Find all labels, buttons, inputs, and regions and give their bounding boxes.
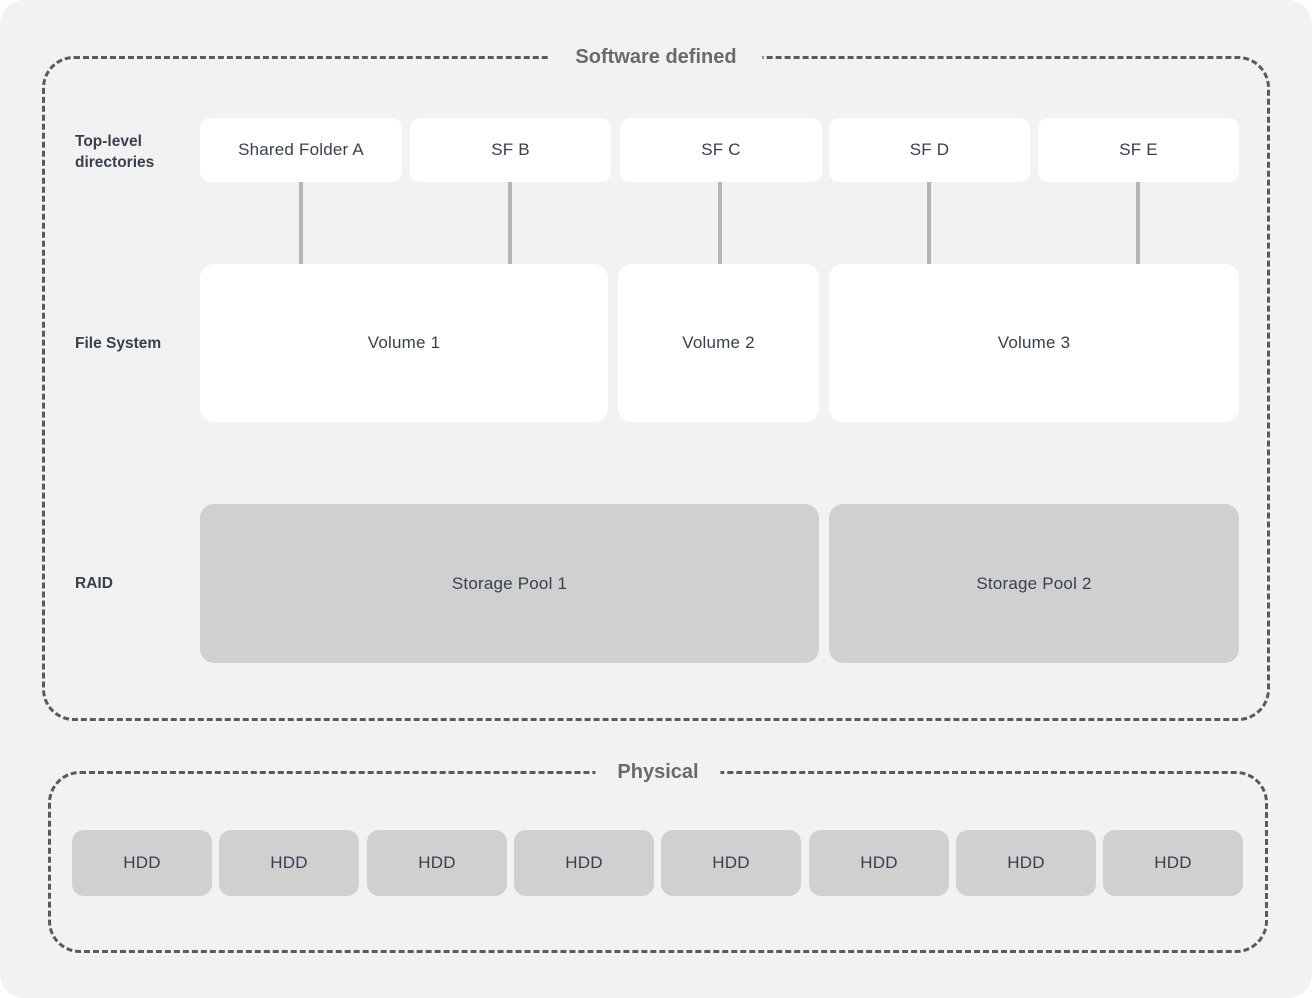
hdd-box: HDD — [661, 830, 801, 896]
shared-folder-b-box: SF B — [410, 118, 611, 182]
shared-folder-d-box: SF D — [829, 118, 1030, 182]
storage-pool-1-box: Storage Pool 1 — [200, 504, 819, 663]
volume-3-label: Volume 3 — [997, 333, 1071, 352]
physical-title: Physical — [595, 755, 721, 789]
software-defined-group: Software defined — [42, 40, 1270, 721]
hdd-label: HDD — [1007, 853, 1045, 872]
connector-line-sf-c-volume-2 — [718, 182, 722, 264]
shared-folder-d-label: SF D — [909, 140, 950, 159]
hdd-label: HDD — [418, 853, 456, 872]
hdd-label: HDD — [270, 853, 308, 872]
hdd-box: HDD — [514, 830, 654, 896]
hdd-box: HDD — [219, 830, 359, 896]
shared-folder-e-label: SF E — [1119, 140, 1158, 159]
hdd-box: HDD — [1103, 830, 1243, 896]
hdd-box: HDD — [956, 830, 1096, 896]
shared-folder-c-box: SF C — [620, 118, 822, 182]
shared-folder-a-box: Shared Folder A — [200, 118, 402, 182]
volume-1-box: Volume 1 — [200, 264, 608, 422]
hdd-label: HDD — [123, 853, 161, 872]
storage-pool-1-label: Storage Pool 1 — [451, 573, 568, 593]
volume-3-box: Volume 3 — [829, 264, 1239, 422]
volume-2-label: Volume 2 — [682, 333, 755, 352]
connector-line-sf-a-volume-1 — [299, 182, 303, 264]
hdd-label: HDD — [1154, 853, 1192, 872]
shared-folder-e-box: SF E — [1038, 118, 1239, 182]
volume-2-box: Volume 2 — [618, 264, 819, 422]
connector-line-sf-b-volume-1 — [508, 182, 512, 264]
volume-1-label: Volume 1 — [367, 333, 441, 352]
hdd-box: HDD — [367, 830, 507, 896]
hdd-label: HDD — [860, 853, 898, 872]
storage-pool-2-label: Storage Pool 2 — [976, 573, 1092, 593]
connector-line-sf-d-volume-3 — [927, 182, 931, 264]
hdd-label: HDD — [565, 853, 603, 872]
connector-line-sf-e-volume-3 — [1136, 182, 1140, 264]
row-label-top-level-directories: Top-level directories — [75, 133, 155, 171]
physical-group: Physical — [48, 755, 1268, 953]
hdd-box: HDD — [72, 830, 212, 896]
shared-folder-a-label: Shared Folder A — [238, 140, 364, 159]
storage-pool-2-box: Storage Pool 2 — [829, 504, 1239, 663]
shared-folder-c-label: SF C — [701, 140, 741, 159]
hdd-box: HDD — [809, 830, 949, 896]
row-label-raid: RAID — [75, 575, 113, 592]
row-label-file-system: File System — [75, 335, 162, 352]
hdd-label: HDD — [712, 853, 750, 872]
shared-folder-b-label: SF B — [491, 140, 530, 159]
software-defined-title: Software defined — [549, 40, 763, 74]
